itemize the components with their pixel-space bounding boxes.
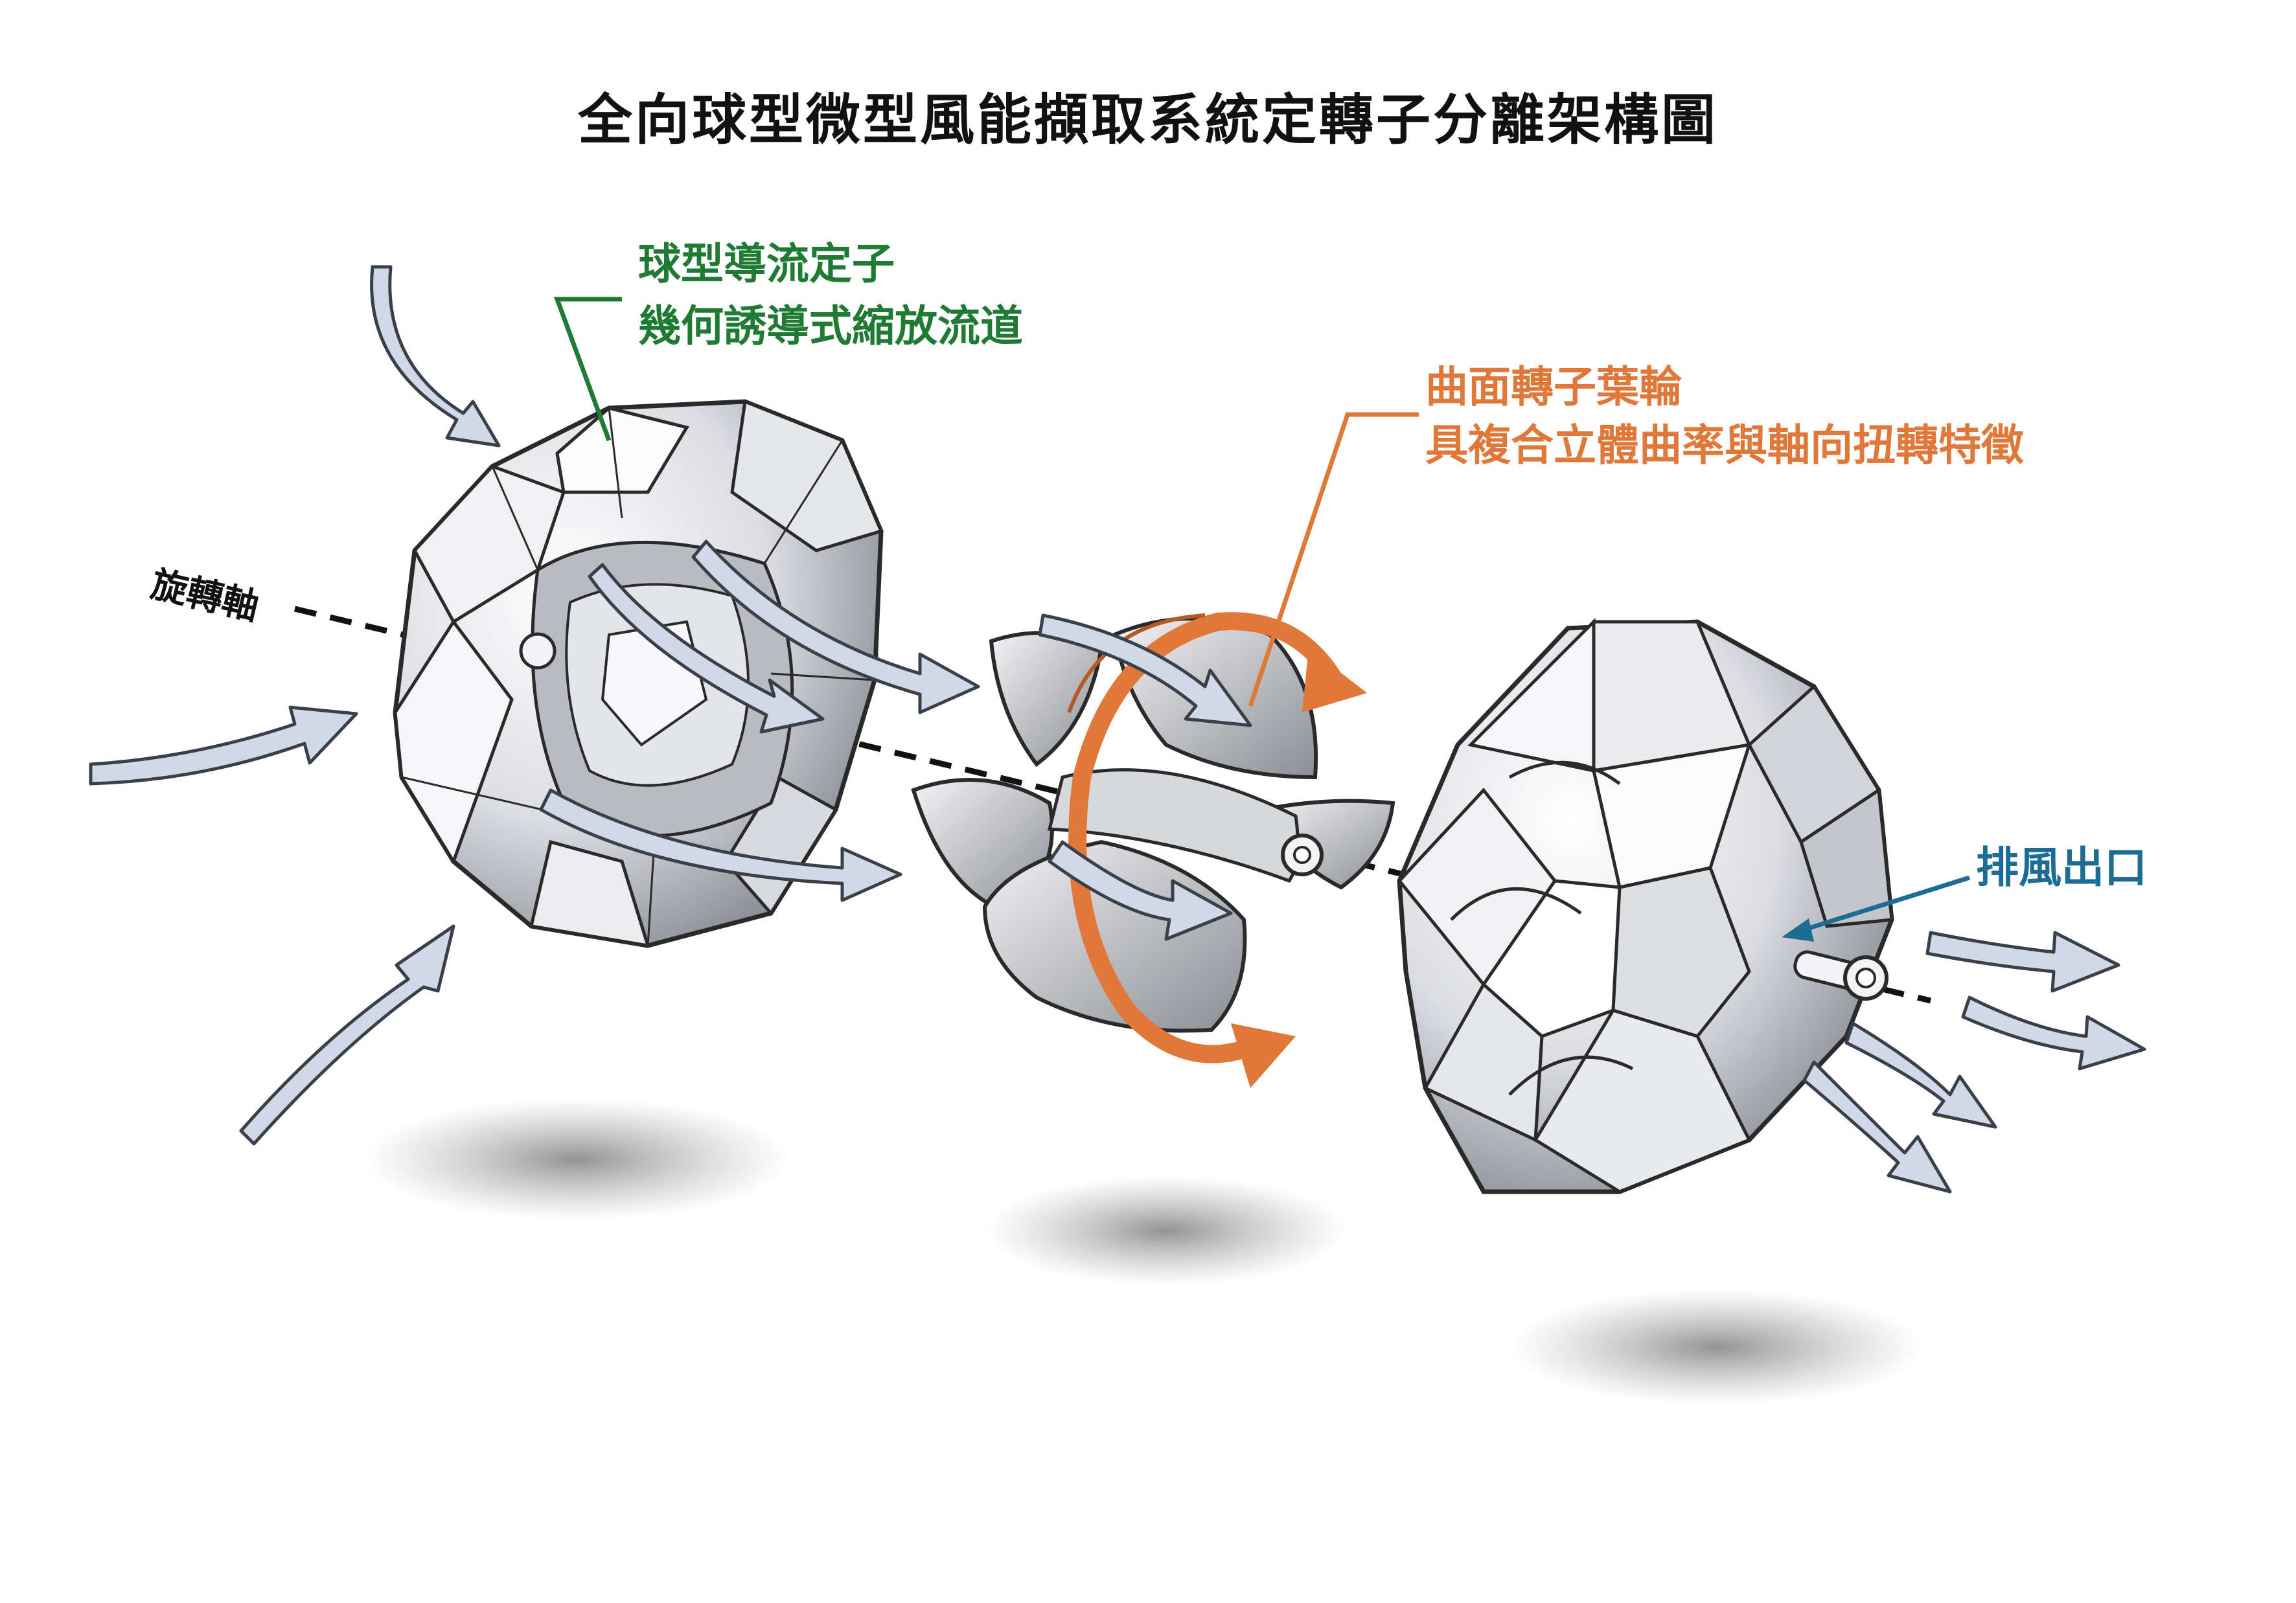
diagram-title: 全向球型微型風能擷取系統定轉子分離架構圖: [577, 88, 1718, 152]
exhaust-leader-line: [1793, 875, 1971, 935]
rotation-arrow: [1067, 612, 1367, 1088]
rotor-label-line1: 曲面轉子葉輪: [1425, 362, 1682, 412]
rotor-shadow: [985, 1176, 1348, 1286]
inflow-arrow-top: [370, 265, 501, 448]
outflow-arrow-1: [1925, 931, 2120, 993]
stator-sphere: [393, 399, 884, 948]
rotor-leader-line: [1248, 412, 1419, 707]
airflow-arrows: [89, 265, 2146, 1194]
inflow-arrow-left: [89, 705, 358, 786]
outflow-arrow-2: [1961, 995, 2146, 1071]
flow-arrow-5: [1048, 840, 1233, 941]
stator-hub: [519, 632, 557, 670]
flow-arrow-3: [539, 788, 902, 902]
rotor-label-line2: 具複合立體曲率與軸向扭轉特徵: [1425, 420, 2024, 470]
exhaust-leader-arrowhead: [1782, 918, 1814, 942]
outflow-arrow-3: [1844, 1021, 1997, 1129]
exhaust-shadow: [1510, 1289, 1924, 1405]
stator-leader-line: [553, 297, 622, 442]
inflow-arrow-bottom: [239, 924, 455, 1146]
stator-label-line1: 球型導流定子: [638, 239, 895, 289]
exhaust-label: 排風出口: [1976, 843, 2147, 892]
flow-arrow-4: [1038, 613, 1252, 727]
stator-label-line2: 幾何誘導式縮放流道: [638, 301, 1023, 351]
outflow-arrow-4: [1802, 1060, 1952, 1194]
flow-arrow-2: [691, 540, 980, 714]
flow-arrow-1: [588, 563, 825, 734]
exhaust-sphere: [1397, 617, 1894, 1194]
stator-shadow: [363, 1098, 790, 1221]
